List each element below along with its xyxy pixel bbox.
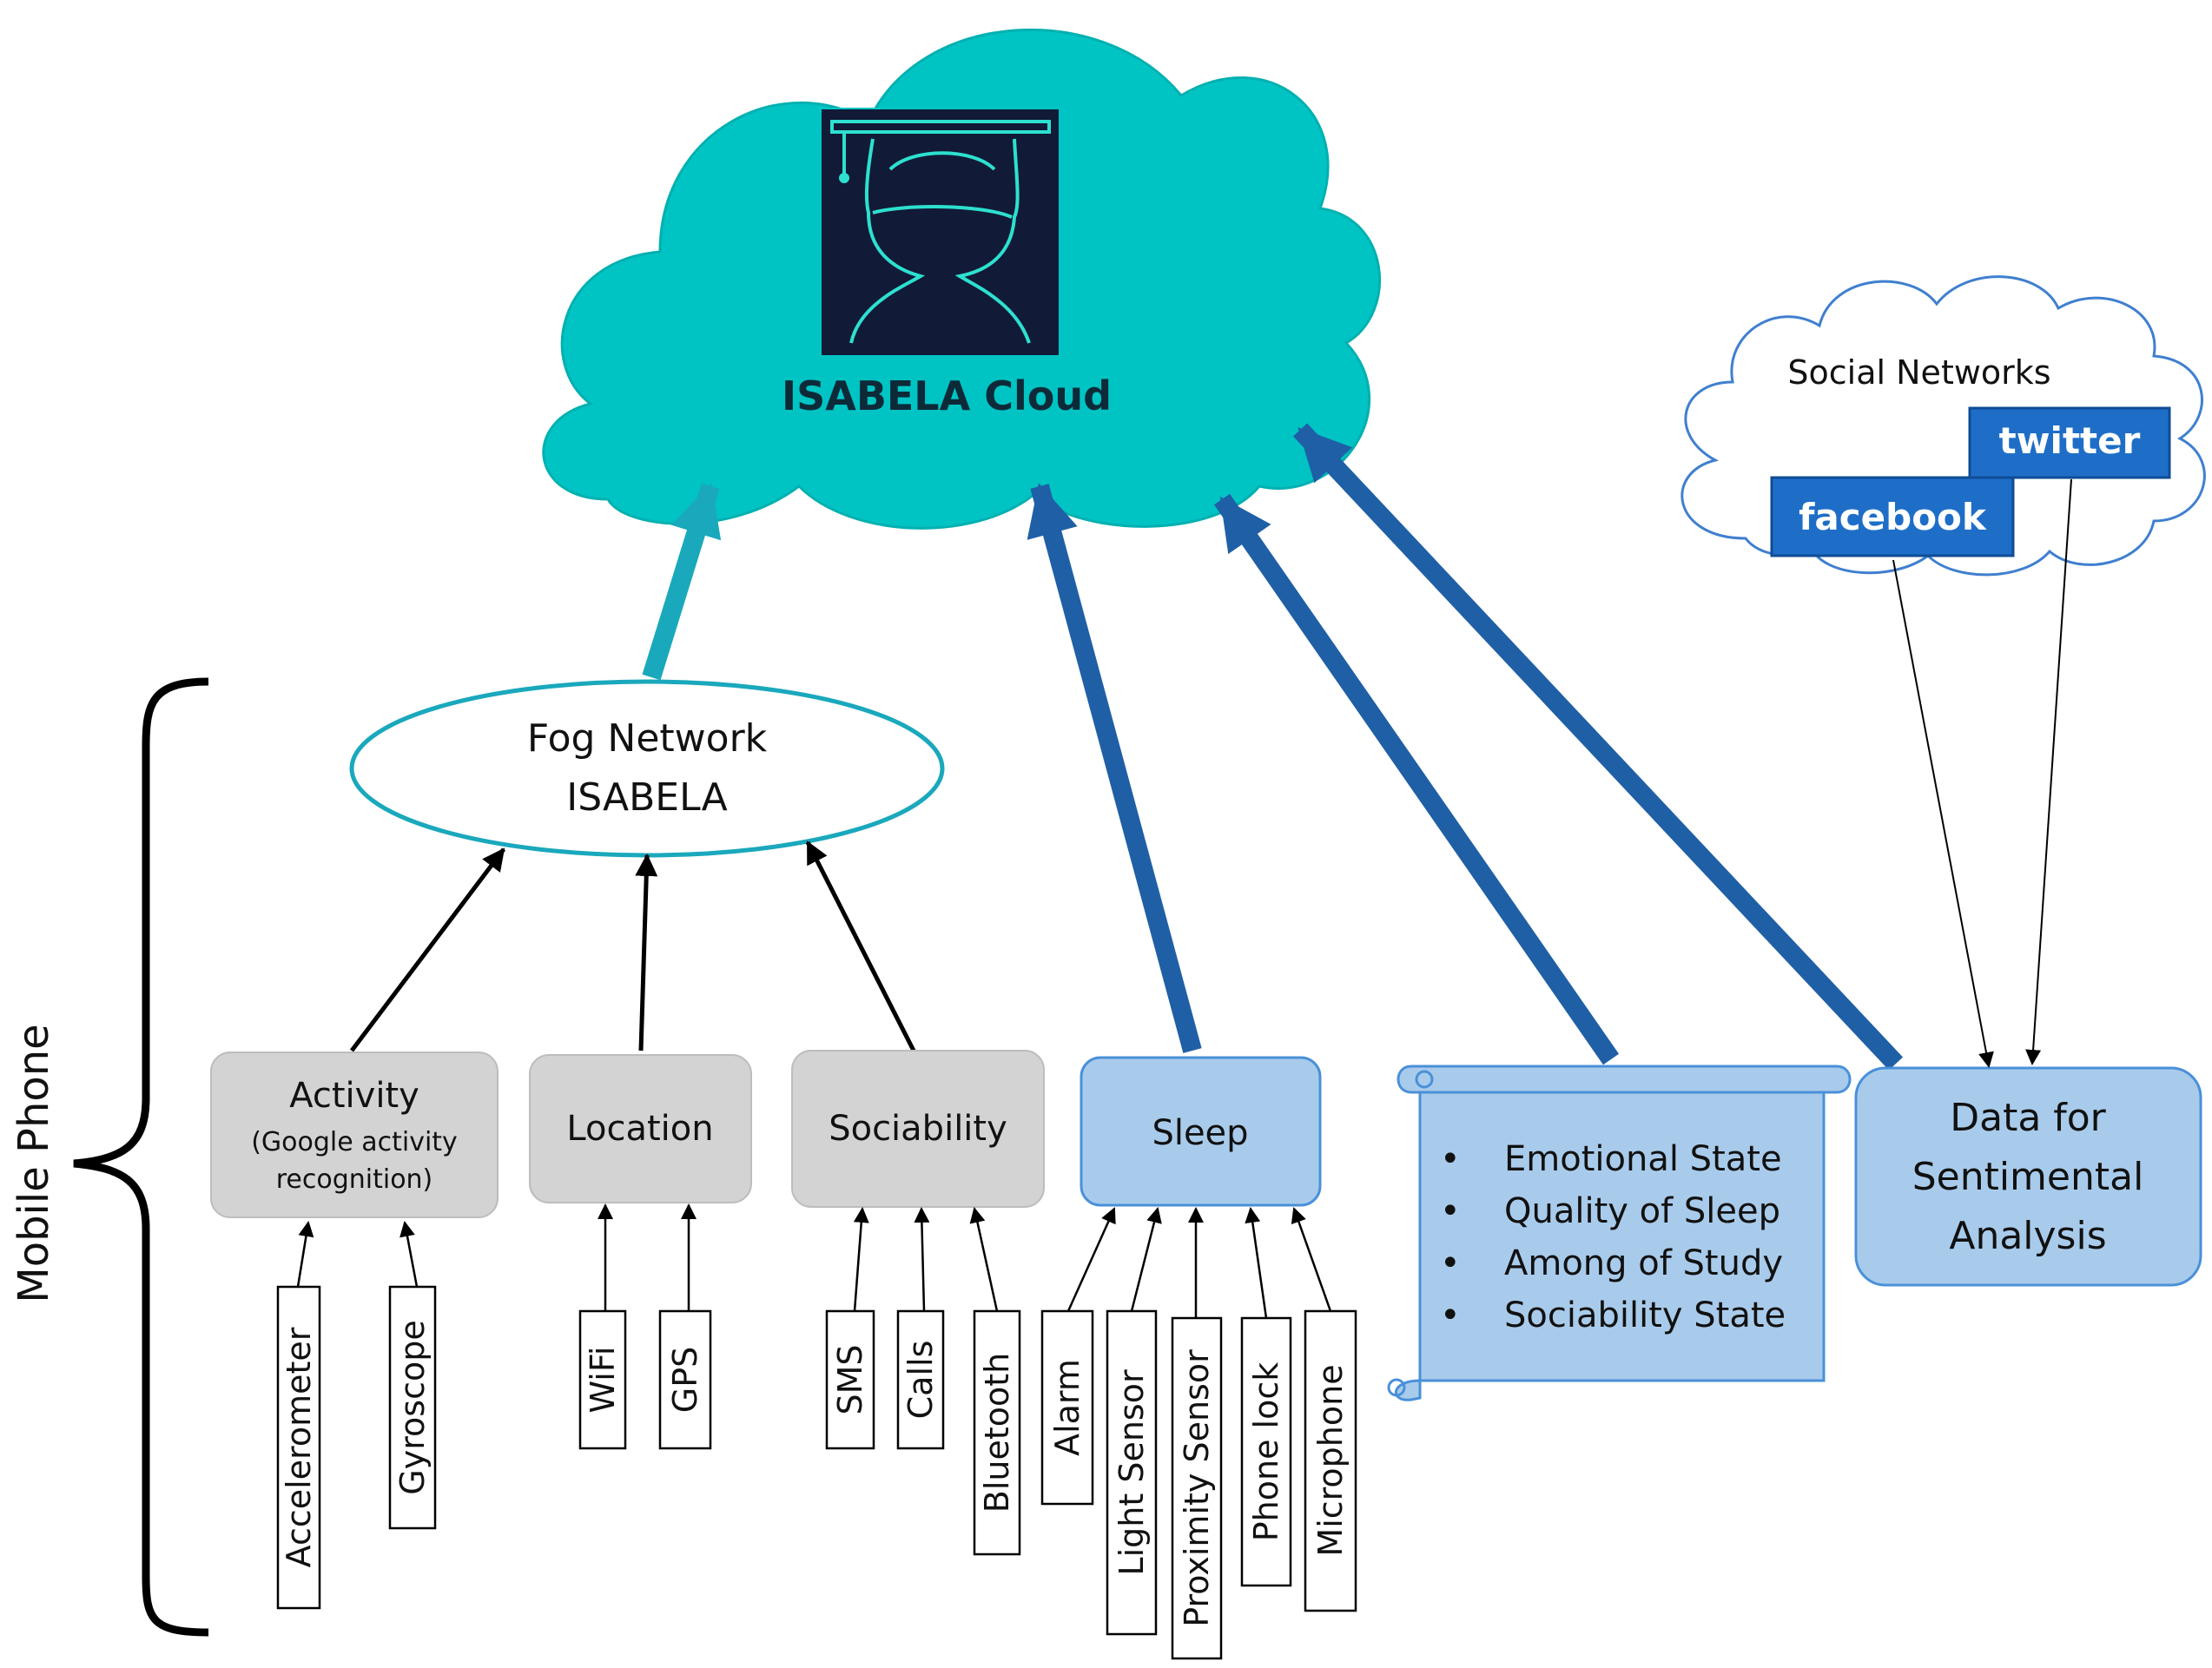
activity-sub1: (Google activity: [251, 1127, 458, 1157]
location-title: Location: [566, 1109, 713, 1149]
state-to-cloud-arrow: [1213, 493, 1620, 1065]
facebook-to-sentiment-arrow: [1892, 559, 1994, 1068]
sentiment-box: Data for Sentimental Analysis: [1854, 1066, 2202, 1287]
bullet-icon: •: [1440, 1139, 1461, 1179]
sociability-title: Sociability: [829, 1109, 1007, 1149]
state-item: Sociability State: [1504, 1296, 1786, 1335]
sociability-to-fog-arrow: [805, 841, 916, 1052]
bullet-icon: •: [1440, 1243, 1461, 1283]
activity-to-fog-arrow: [350, 847, 505, 1052]
activity-box: Activity (Google activity recognition): [210, 1052, 499, 1218]
sensor-gps: GPS: [658, 1309, 712, 1450]
mobile-phone-label: Mobile Phone: [10, 1024, 58, 1302]
twitter-label: twitter: [1999, 419, 2141, 462]
sensor-accelerometer: Accelerometer: [276, 1285, 321, 1610]
sensor-label: Alarm: [1048, 1359, 1086, 1456]
twitter-badge: [1968, 406, 2171, 479]
sensor-wifi: WiFi: [578, 1309, 627, 1450]
state-item: Emotional State: [1504, 1139, 1782, 1179]
sensor-microphone: Microphone: [1304, 1309, 1357, 1612]
facebook-badge: [1770, 476, 2015, 557]
fog-title-line2: ISABELA: [566, 775, 727, 820]
sleep-to-cloud-arrow: [1027, 483, 1202, 1053]
bullet-icon: •: [1440, 1191, 1461, 1231]
sensor-label: Microphone: [1311, 1364, 1350, 1556]
sensor-label: Proximity Sensor: [1178, 1349, 1216, 1627]
sentiment-line2: Sentimental: [1912, 1155, 2144, 1199]
bullet-icon: •: [1440, 1296, 1461, 1335]
sensor-label: Bluetooth: [978, 1353, 1016, 1513]
sensor-label: SMS: [831, 1344, 869, 1414]
social-title: Social Networks: [1787, 353, 2050, 392]
facebook-label: facebook: [1799, 496, 1987, 538]
state-scroll: [1387, 1065, 1852, 1401]
sensor-phonelock: Phone lock: [1240, 1316, 1292, 1587]
sensor-light: Light Sensor: [1106, 1309, 1158, 1636]
mobile-phone-brace: [73, 677, 209, 1637]
sentiment-to-cloud-arrow: [1292, 423, 1904, 1071]
fog-title-line1: Fog Network: [527, 716, 768, 761]
sensor-arrows: [296, 1203, 1332, 1319]
sensor-label: Accelerometer: [280, 1327, 318, 1567]
sensor-bluetooth: Bluetooth: [973, 1309, 1021, 1556]
location-box: Location: [529, 1054, 752, 1203]
sensor-label: Phone lock: [1247, 1362, 1285, 1542]
social-networks-cloud: Social Networks twitter facebook: [1680, 275, 2206, 577]
sociability-box: Sociability: [791, 1050, 1045, 1208]
sleep-box: Sleep: [1080, 1056, 1322, 1207]
fog-to-cloud-arrow: [642, 483, 722, 681]
cloud-title: ISABELA Cloud: [782, 372, 1112, 419]
sensor-alarm: Alarm: [1040, 1309, 1094, 1506]
isabela-logo-icon: [820, 108, 1060, 357]
twitter-to-sentiment-arrow: [2025, 478, 2072, 1065]
sensor-label: GPS: [666, 1347, 704, 1413]
sensor-label: WiFi: [584, 1347, 622, 1414]
sensor-proximity: Proximity Sensor: [1171, 1316, 1223, 1660]
isabela-cloud: ISABELA Cloud: [542, 29, 1382, 530]
sensor-gyroscope: Gyroscope: [388, 1285, 437, 1530]
sensor-calls: Calls: [896, 1309, 945, 1450]
sentiment-line3: Analysis: [1949, 1214, 2106, 1258]
sleep-title: Sleep: [1152, 1113, 1248, 1153]
activity-sub2: recognition): [276, 1164, 433, 1195]
sentiment-line1: Data for: [1950, 1096, 2106, 1140]
fog-network: Fog Network ISABELA: [349, 679, 945, 858]
state-item: Among of Study: [1504, 1243, 1783, 1283]
sensor-label: Light Sensor: [1113, 1369, 1151, 1576]
activity-title: Activity: [289, 1076, 419, 1116]
sensor-sms: SMS: [825, 1309, 875, 1450]
sensor-label: Calls: [901, 1341, 940, 1420]
sensor-label: Gyroscope: [393, 1320, 432, 1494]
state-list: • Emotional State • Quality of Sleep • A…: [1440, 1139, 1786, 1335]
location-to-fog-arrow: [635, 854, 658, 1052]
state-item: Quality of Sleep: [1504, 1191, 1780, 1231]
